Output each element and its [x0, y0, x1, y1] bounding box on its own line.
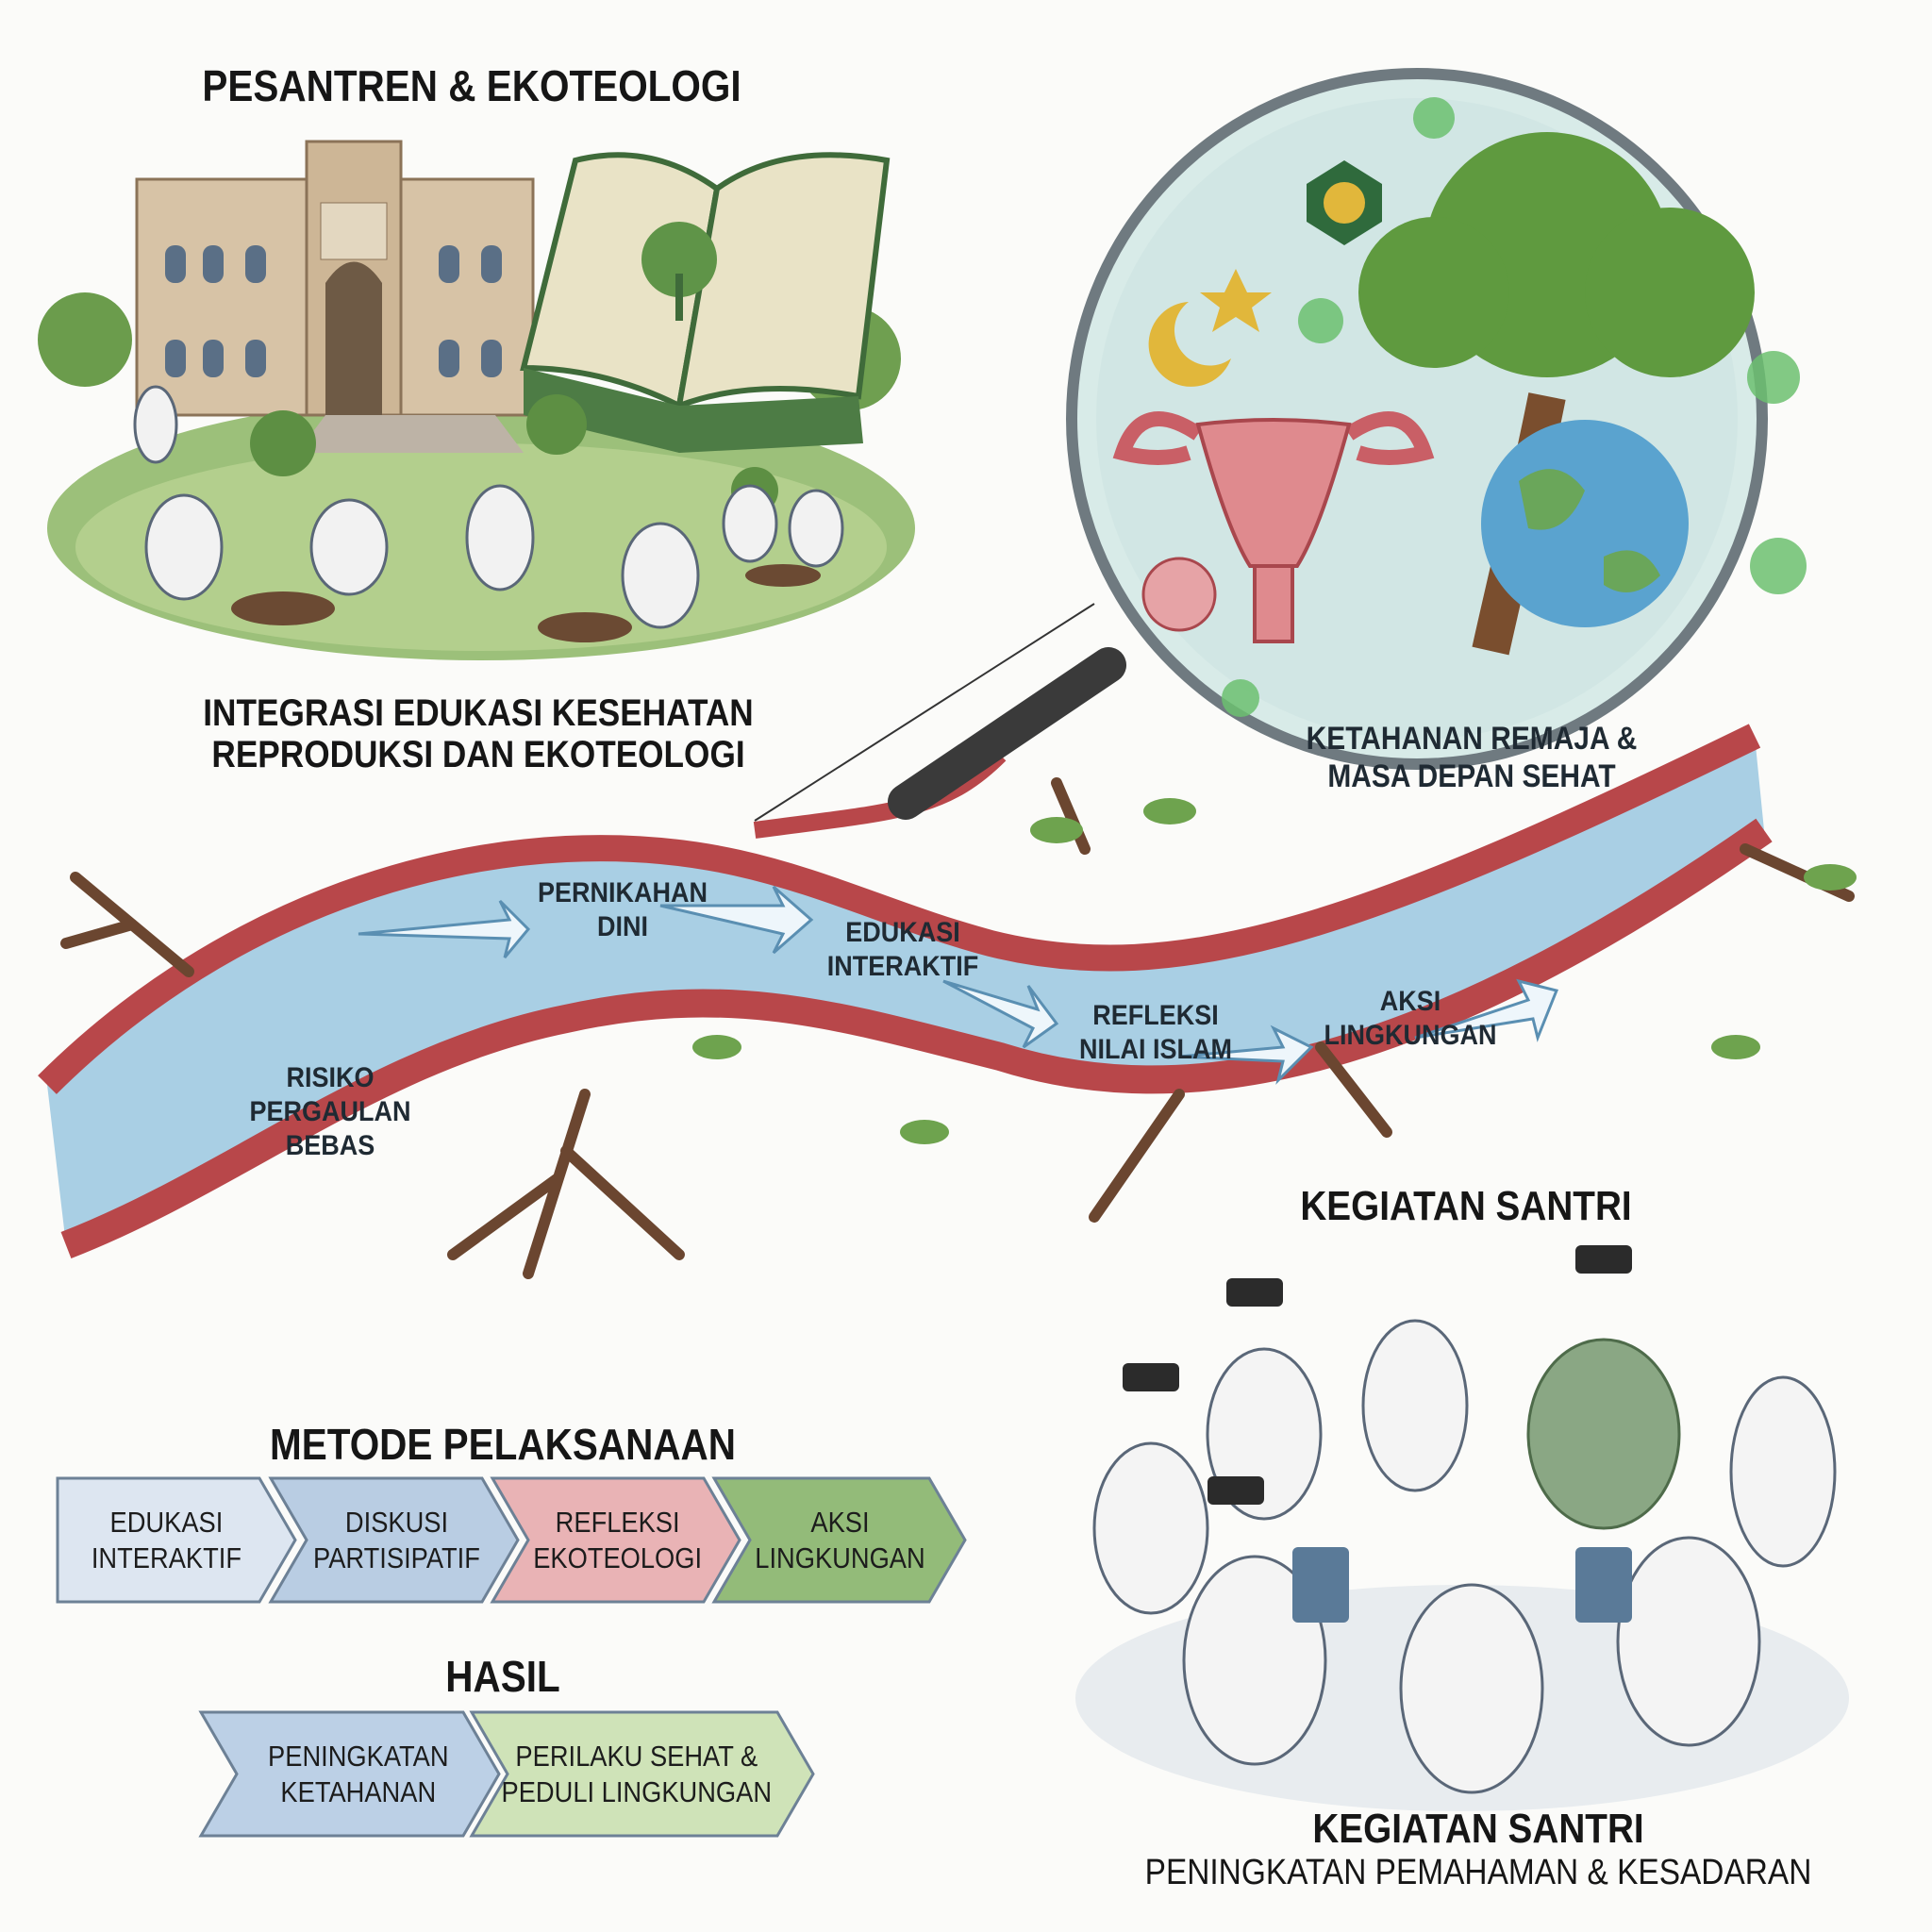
- river-step-line: PERGAULAN: [249, 1096, 411, 1127]
- pesantren-title: PESANTREN & EKOTEOLOGI: [202, 61, 741, 110]
- river-step-line: INTERAKTIF: [826, 951, 979, 982]
- river-step-pernikahan: PERNIKAHAN DINI: [538, 876, 708, 944]
- river-step-refleksi: REFLEKSI NILAI ISLAM: [1079, 999, 1232, 1067]
- magnifier-illustration: [754, 68, 1807, 822]
- magnifier-label-line1: KETAHANAN REMAJA &: [1306, 721, 1638, 757]
- metode-chevron-3: [711, 1476, 967, 1604]
- step-line: PEDULI LINGKUNGAN: [501, 1774, 773, 1808]
- step-line: INTERAKTIF: [91, 1541, 242, 1574]
- river-step-line: LINGKUNGAN: [1324, 1020, 1497, 1051]
- step-line: PENINGKATAN: [268, 1739, 449, 1773]
- river-step-line: RISIKO: [286, 1062, 375, 1093]
- step-line: PERILAKU SEHAT &: [515, 1739, 758, 1773]
- hasil-chevron-1: [469, 1710, 815, 1838]
- river-step-line: BEBAS: [285, 1130, 375, 1161]
- integration-caption-line1: INTEGRASI EDUKASI KESEHATAN: [203, 692, 754, 734]
- river-step-risiko: RISIKO PERGAULAN BEBAS: [249, 1061, 410, 1163]
- kegiatan-caption-title: KEGIATAN SANTRI: [1312, 1806, 1644, 1852]
- hasil-chevron-0: [198, 1710, 501, 1838]
- metode-title: METODE PELAKSANAAN: [269, 1420, 737, 1469]
- step-line: DISKUSI: [344, 1505, 448, 1539]
- hasil-title: HASIL: [445, 1652, 560, 1701]
- hasil-step-perilaku: PERILAKU SEHAT &PEDULI LINGKUNGAN: [491, 1712, 783, 1836]
- river-step-aksi: AKSI LINGKUNGAN: [1324, 985, 1497, 1053]
- river-step-edukasi: EDUKASI INTERAKTIF: [827, 916, 978, 984]
- step-line: AKSI: [809, 1505, 870, 1539]
- step-line: EDUKASI: [109, 1505, 223, 1539]
- kegiatan-heading: KEGIATAN SANTRI: [1300, 1183, 1632, 1229]
- metode-chevron-0: [56, 1476, 297, 1604]
- river-step-line: REFLEKSI: [1092, 1000, 1219, 1031]
- river-illustration: [38, 724, 1857, 1279]
- step-line: KETAHANAN: [280, 1774, 437, 1808]
- integration-caption-line2: REPRODUKSI DAN EKOTEOLOGI: [211, 734, 745, 775]
- step-line: LINGKUNGAN: [754, 1541, 925, 1574]
- magnifier-label-line2: MASA DEPAN SEHAT: [1327, 758, 1616, 794]
- metode-chevron-2: [490, 1476, 741, 1604]
- river-step-line: AKSI: [1379, 986, 1441, 1017]
- santri-circle-illustration: [1075, 1245, 1849, 1811]
- river-step-line: NILAI ISLAM: [1079, 1034, 1232, 1065]
- step-line: PARTISIPATIF: [312, 1541, 480, 1574]
- pesantren-illustration: [38, 140, 915, 660]
- river-step-line: DINI: [596, 911, 648, 942]
- step-line: REFLEKSI: [556, 1505, 680, 1539]
- river-step-line: EDUKASI: [845, 917, 960, 948]
- step-line: EKOTEOLOGI: [533, 1541, 703, 1574]
- kegiatan-caption-subtitle: PENINGKATAN PEMAHAMAN & KESADARAN: [1144, 1853, 1812, 1892]
- river-step-line: PERNIKAHAN: [537, 877, 708, 908]
- metode-chevron-1: [268, 1476, 520, 1604]
